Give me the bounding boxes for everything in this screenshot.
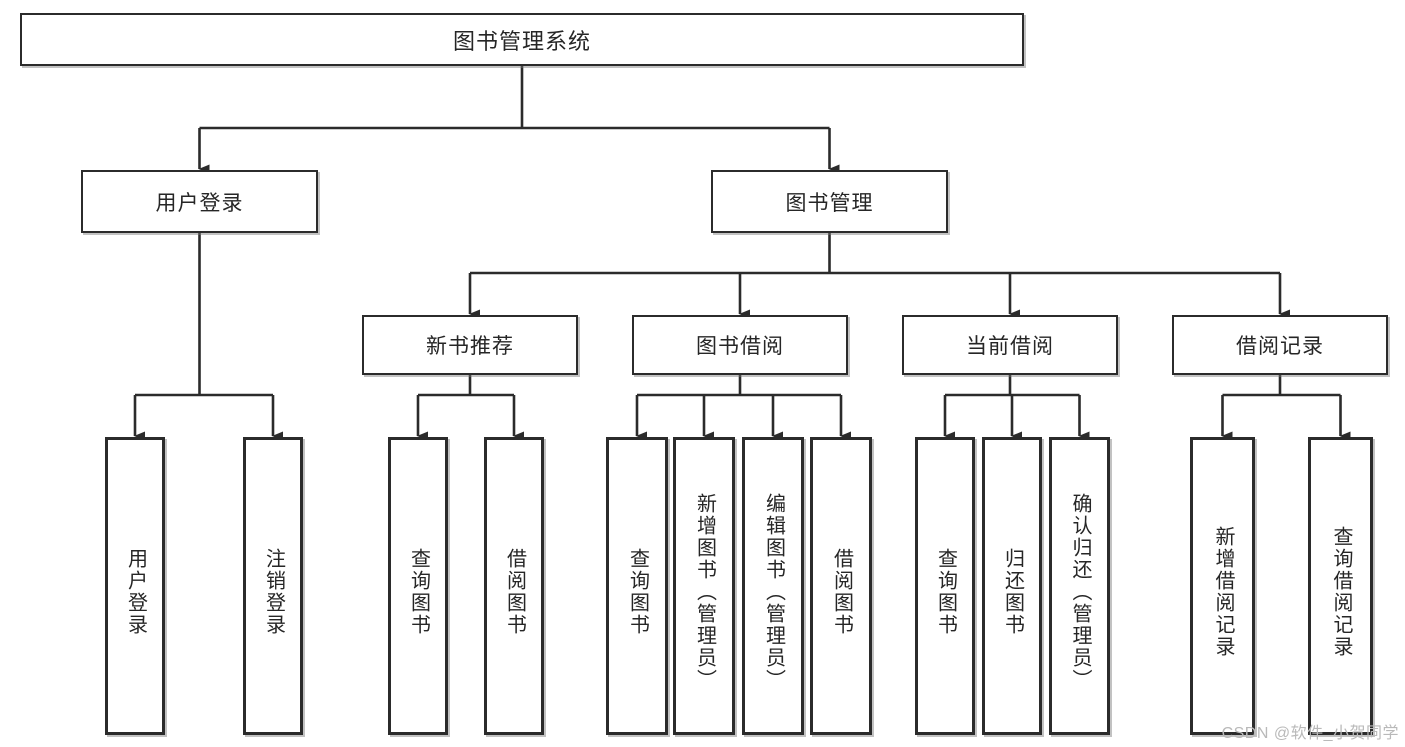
node-new-book-recommend-label: 新书推荐 — [426, 335, 514, 358]
node-leaf-borrow-book-2-label: 借阅图书 — [830, 548, 853, 636]
node-book-management-label: 图书管理 — [785, 191, 874, 215]
node-leaf-query-book-3-label: 查询图书 — [934, 548, 957, 636]
node-root[interactable]: 图书管理系统 — [20, 13, 1024, 66]
node-new-book-recommend[interactable]: 新书推荐 — [362, 315, 578, 375]
node-leaf-return-book-label: 归还图书 — [1001, 548, 1024, 636]
node-leaf-query-record[interactable]: 查询借阅记录 — [1308, 437, 1373, 735]
node-leaf-return-book[interactable]: 归还图书 — [982, 437, 1042, 735]
node-leaf-borrow-book-1-label: 借阅图书 — [503, 548, 526, 636]
node-leaf-logout[interactable]: 注销登录 — [243, 437, 303, 735]
node-borrow-records-label: 借阅记录 — [1236, 335, 1324, 358]
node-leaf-confirm-return-label: 确认归还（管理员） — [1069, 493, 1091, 691]
node-root-label: 图书管理系统 — [452, 28, 591, 54]
node-leaf-query-book-2-label: 查询图书 — [626, 548, 649, 636]
node-leaf-query-book-2[interactable]: 查询图书 — [606, 437, 668, 735]
node-leaf-user-login[interactable]: 用户登录 — [105, 437, 165, 735]
node-leaf-query-book-3[interactable]: 查询图书 — [915, 437, 975, 735]
node-leaf-query-record-label: 查询借阅记录 — [1330, 526, 1352, 658]
node-current-borrow[interactable]: 当前借阅 — [902, 315, 1118, 375]
node-book-management[interactable]: 图书管理 — [711, 170, 948, 233]
node-current-borrow-label: 当前借阅 — [966, 335, 1054, 358]
node-leaf-add-book-label: 新增图书（管理员） — [693, 493, 716, 691]
node-leaf-logout-label: 注销登录 — [262, 548, 285, 636]
node-book-borrow[interactable]: 图书借阅 — [632, 315, 848, 375]
node-leaf-add-record[interactable]: 新增借阅记录 — [1190, 437, 1255, 735]
node-borrow-records[interactable]: 借阅记录 — [1172, 315, 1388, 375]
node-leaf-query-book-1[interactable]: 查询图书 — [388, 437, 448, 735]
node-leaf-edit-book-label: 编辑图书（管理员） — [762, 493, 785, 691]
watermark: CSDN @软件_小贺同学 — [1221, 725, 1399, 742]
node-leaf-confirm-return[interactable]: 确认归还（管理员） — [1049, 437, 1110, 735]
node-leaf-add-book[interactable]: 新增图书（管理员） — [673, 437, 735, 735]
node-user-login[interactable]: 用户登录 — [81, 170, 318, 233]
node-leaf-query-book-1-label: 查询图书 — [407, 548, 430, 636]
node-leaf-add-record-label: 新增借阅记录 — [1212, 526, 1234, 658]
node-leaf-user-login-label: 用户登录 — [124, 548, 147, 636]
node-book-borrow-label: 图书借阅 — [696, 335, 784, 358]
node-leaf-borrow-book-1[interactable]: 借阅图书 — [484, 437, 544, 735]
node-leaf-edit-book[interactable]: 编辑图书（管理员） — [742, 437, 804, 735]
node-user-login-label: 用户登录 — [155, 191, 244, 215]
node-leaf-borrow-book-2[interactable]: 借阅图书 — [810, 437, 872, 735]
